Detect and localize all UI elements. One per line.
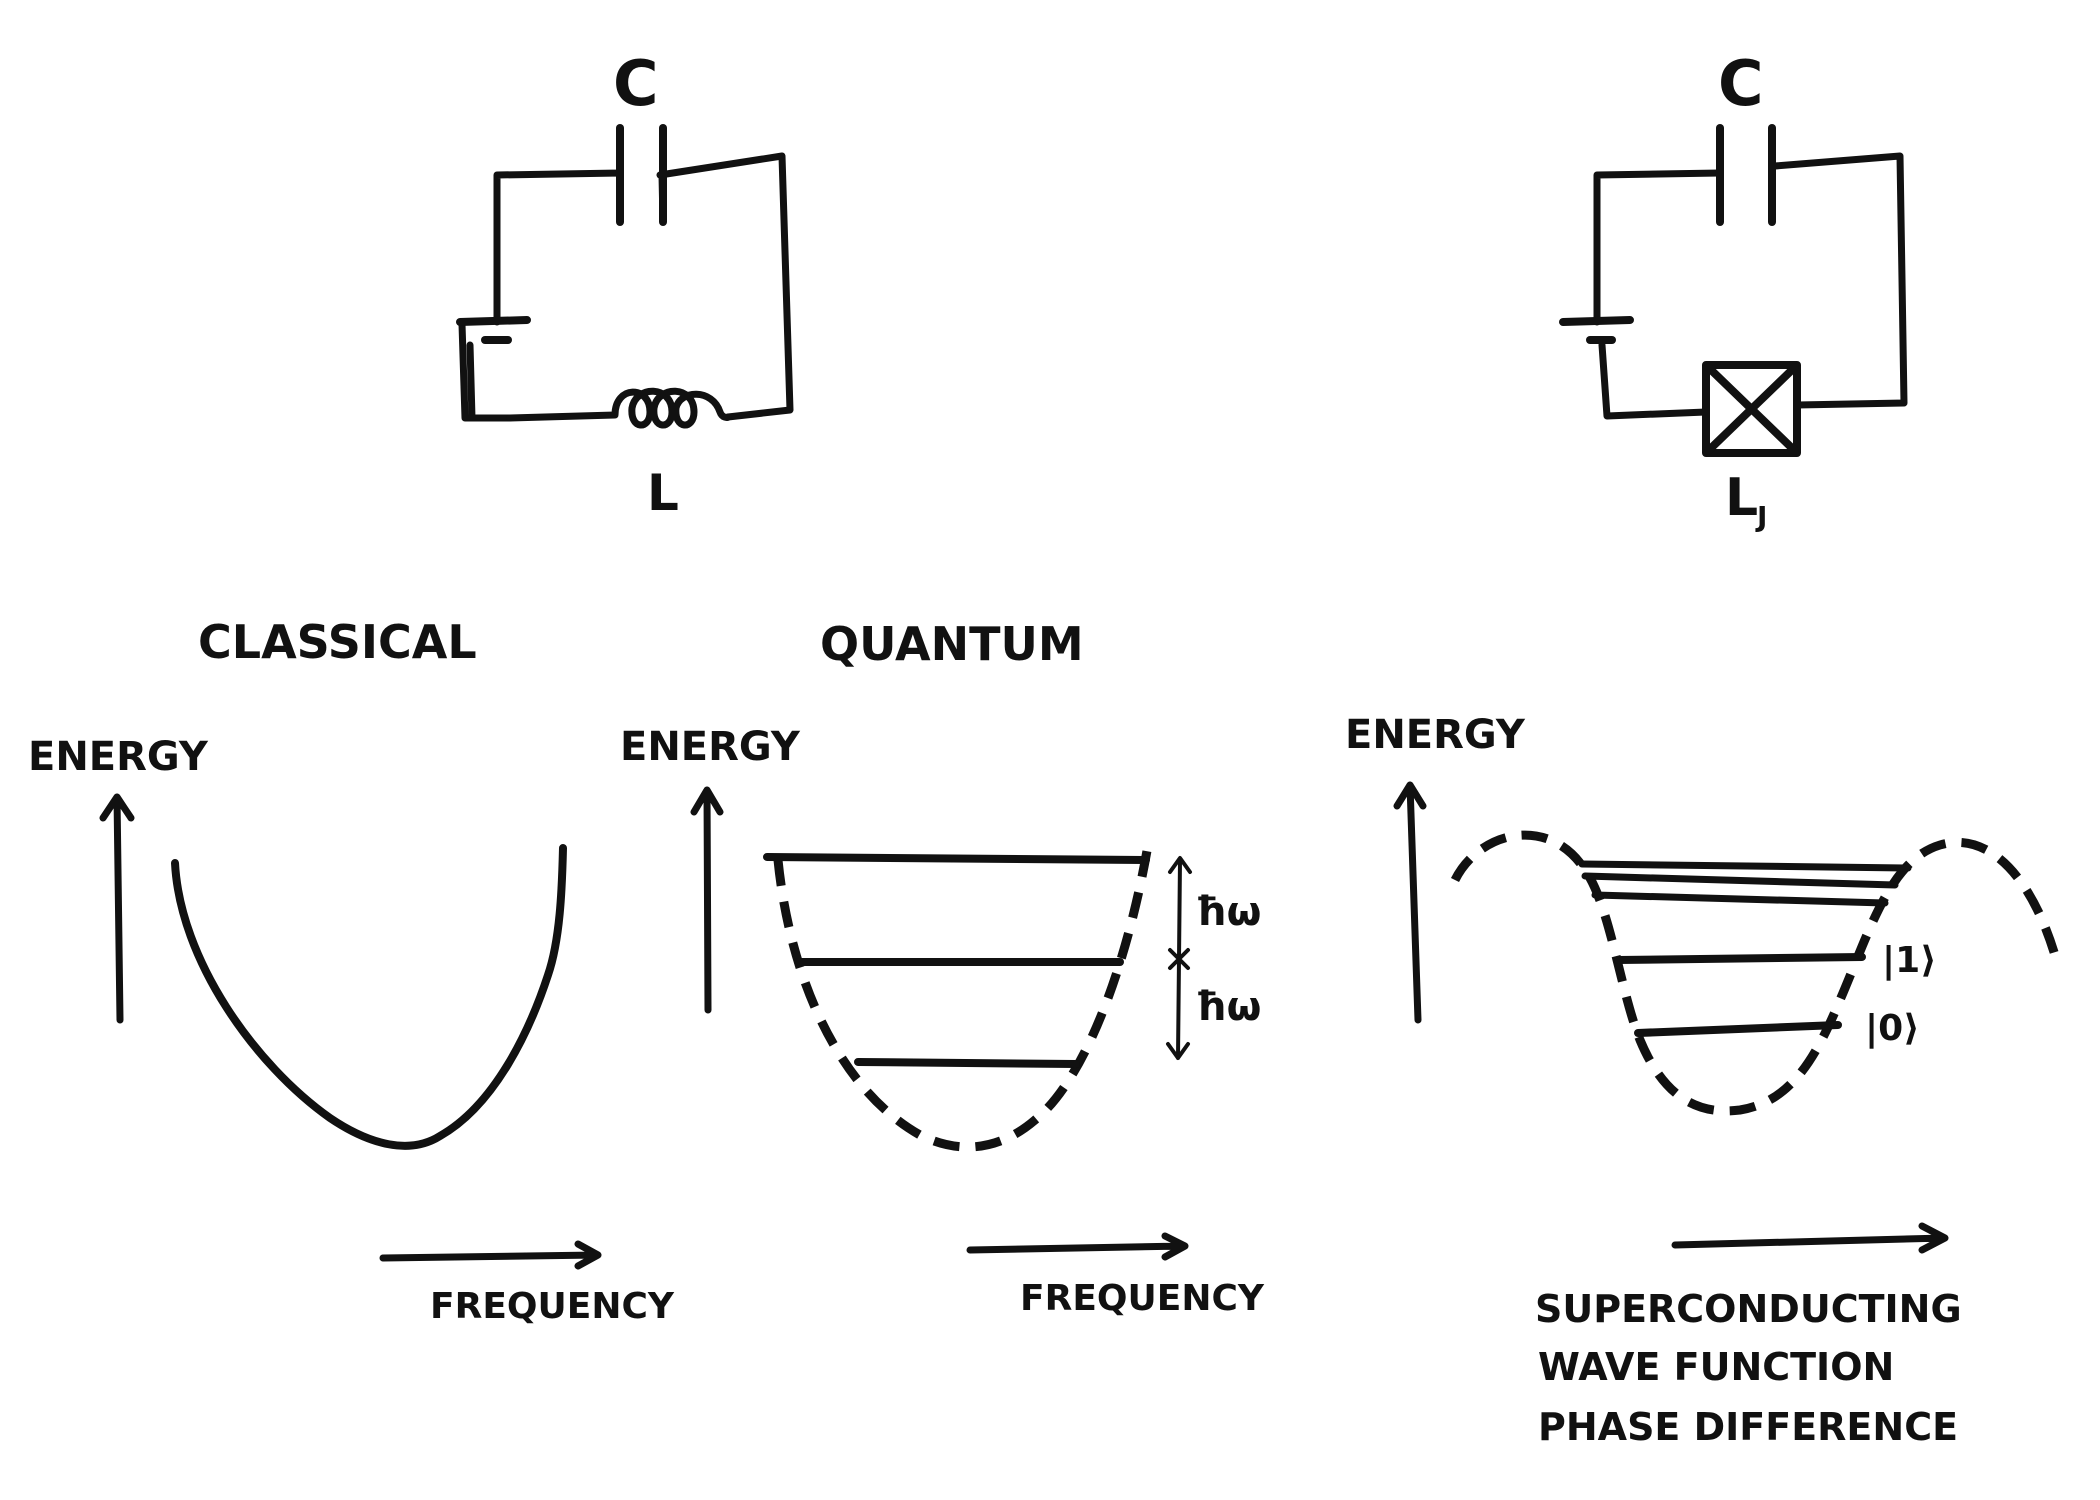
quantum-energy-level bbox=[854, 1058, 1080, 1068]
classical-frequency-axis bbox=[379, 1240, 602, 1270]
quantum-spacing-arrow bbox=[1166, 856, 1192, 1060]
josephson-junction-box bbox=[1702, 361, 1801, 457]
superconducting-x-label-line1: SUPERCONDUCTING bbox=[1535, 1287, 1962, 1331]
superconducting-energy-axis bbox=[1393, 781, 1427, 1024]
left-capacitor-label: C bbox=[613, 47, 659, 120]
josephson-circuit: C L J bbox=[1559, 47, 1908, 533]
battery-symbol bbox=[456, 316, 531, 326]
left-inductor-label: L bbox=[647, 464, 679, 522]
quantum-energy-axis bbox=[690, 786, 724, 1014]
quantum-spacing-label-lower: ħω bbox=[1195, 984, 1261, 1030]
battery-symbol bbox=[1559, 316, 1634, 326]
quantum-spacing-label-upper: ħω bbox=[1195, 889, 1261, 935]
classical-panel: CLASSICAL ENERGY FREQUENCY bbox=[28, 615, 675, 1327]
josephson-circuit-wire bbox=[1593, 152, 1908, 420]
classical-potential-curve bbox=[171, 844, 567, 1150]
classical-title: CLASSICAL bbox=[198, 615, 477, 669]
transmon-energy-level bbox=[1614, 953, 1866, 964]
superconducting-x-label-line3: PHASE DIFFERENCE bbox=[1538, 1405, 1958, 1449]
lc-circuit: C L bbox=[456, 47, 794, 522]
quantum-panel: QUANTUM ENERGY ħω ħω FREQUENCY bbox=[620, 617, 1265, 1319]
superconducting-panel: ENERGY |1⟩ |0⟩ SUPERCONDUCTING WAVE FUNC… bbox=[1345, 712, 2063, 1449]
right-junction-label: L bbox=[1725, 468, 1758, 528]
quantum-potential-dashed bbox=[773, 844, 1153, 1152]
classical-energy-label: ENERGY bbox=[28, 734, 209, 780]
cosine-potential-dashed bbox=[1450, 830, 2063, 1116]
superconducting-energy-label: ENERGY bbox=[1345, 712, 1526, 758]
josephson-junction-cross bbox=[1704, 363, 1799, 455]
transmon-energy-level bbox=[1581, 872, 1899, 889]
inductor-coil bbox=[506, 387, 732, 429]
transmon-energy-level bbox=[1591, 891, 1889, 907]
classical-frequency-label: FREQUENCY bbox=[430, 1286, 675, 1327]
superconducting-phase-axis bbox=[1671, 1222, 1949, 1254]
superconducting-x-label-line2: WAVE FUNCTION bbox=[1538, 1345, 1894, 1389]
transmon-energy-level bbox=[1578, 860, 1912, 872]
state-zero-label: |0⟩ bbox=[1865, 1008, 1920, 1049]
quantum-frequency-axis bbox=[966, 1232, 1189, 1261]
right-capacitor-label: C bbox=[1718, 47, 1764, 120]
quantum-title: QUANTUM bbox=[820, 617, 1084, 671]
quantum-energy-label: ENERGY bbox=[620, 724, 801, 770]
right-junction-subscript: J bbox=[1755, 500, 1767, 533]
quantum-energy-level bbox=[763, 853, 1150, 864]
quantum-frequency-label: FREQUENCY bbox=[1020, 1278, 1265, 1319]
state-one-label: |1⟩ bbox=[1882, 940, 1937, 981]
lc-circuit-wire bbox=[458, 152, 794, 422]
transmon-energy-level bbox=[1634, 1021, 1842, 1037]
classical-energy-axis bbox=[99, 793, 135, 1024]
